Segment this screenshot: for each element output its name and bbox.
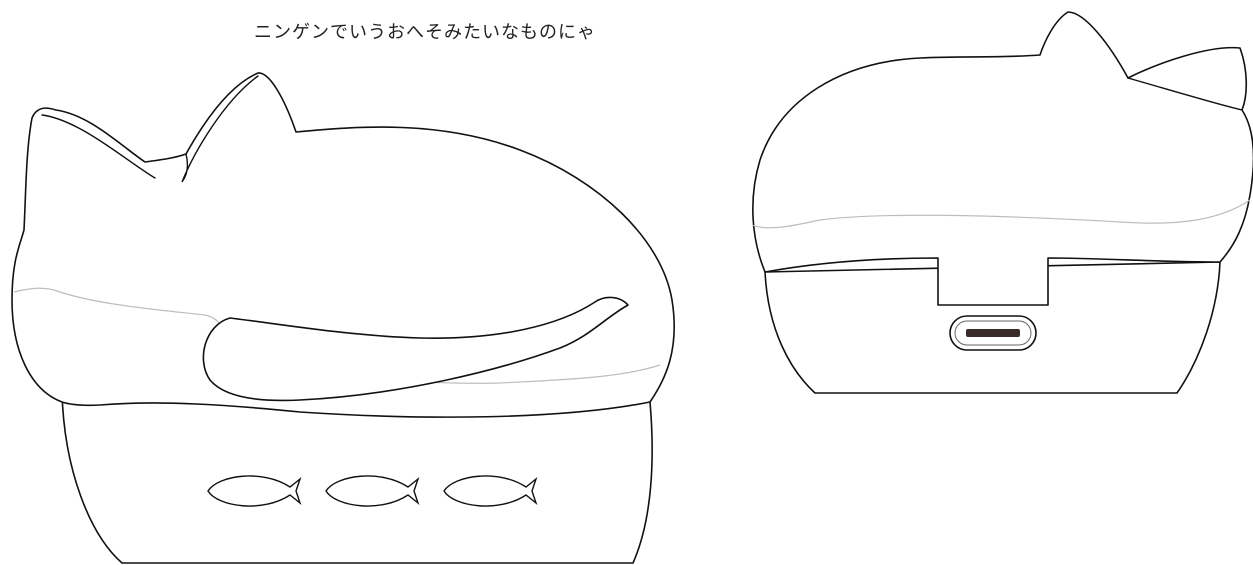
ear-inner-right [181, 75, 259, 183]
cat-body-lid-front [11, 72, 676, 418]
cat-case-front-view [11, 72, 676, 564]
fish-icon [325, 475, 420, 507]
lid-seam-back [751, 199, 1251, 229]
fish-icon [207, 475, 302, 507]
fish-icon [443, 475, 538, 507]
caption-text: ニンゲンでいうおへそみたいなものにゃ [254, 22, 596, 43]
cat-body-lid-back [752, 11, 1253, 306]
cat-case-back-view [751, 11, 1253, 394]
ear-inner-left [41, 114, 156, 179]
back-ear-line [1127, 77, 1243, 111]
cat-tail [202, 296, 629, 402]
usb-c-port-icon [949, 315, 1037, 351]
case-base-front [61, 391, 653, 564]
